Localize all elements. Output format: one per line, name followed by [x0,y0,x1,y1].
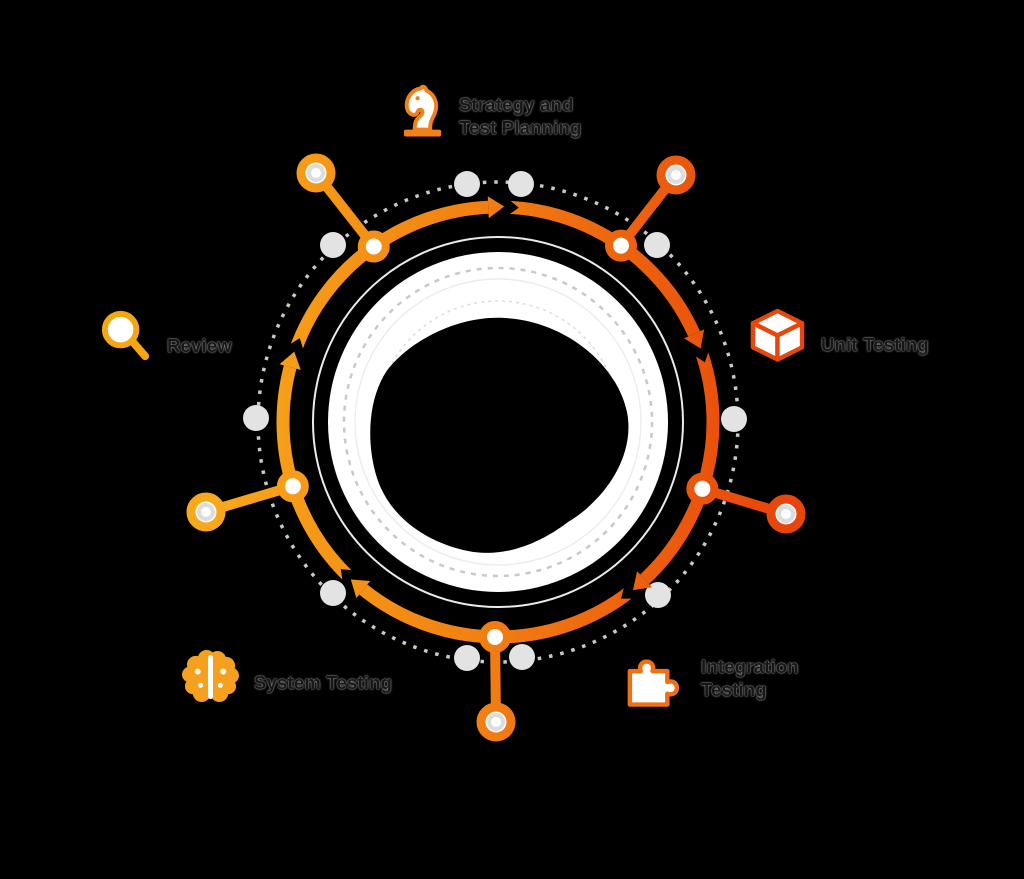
cube-icon [749,307,806,364]
label-line: Review [167,335,232,356]
label-line: Integration [701,656,799,677]
magnifier-icon [97,306,156,367]
brain-icon [181,648,240,705]
label-line: Strategy and [459,94,574,115]
stage-label-review: Review [167,334,232,357]
stage-label-system-testing: System Testing [254,671,392,694]
label-line: Testing [701,679,767,700]
knight-icon [399,81,446,139]
label-line: Test Planning [459,117,582,138]
puzzle-icon [622,649,685,709]
stage-label-strategy-test-planning: Strategy and Test Planning [459,93,582,139]
label-line: Unit Testing [821,334,929,355]
label-line: System Testing [254,672,393,693]
stage-label-integration-testing: Integration Testing [701,655,799,701]
stage-label-unit-testing: Unit Testing [821,333,929,356]
